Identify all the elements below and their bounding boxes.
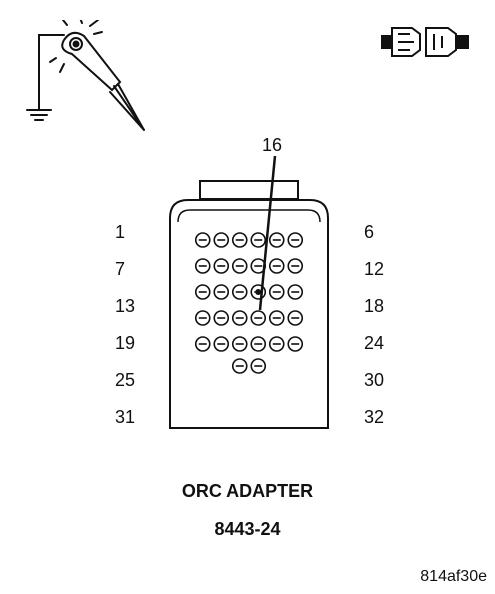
connector-latch: [199, 180, 299, 200]
pin-label-right-4: 30: [364, 370, 385, 390]
pin-label-left-2: 13: [114, 296, 135, 316]
pointer-label: 16: [262, 135, 283, 155]
pin-label-right-5: 32: [364, 407, 385, 427]
figure-code: 814af30e: [420, 568, 487, 585]
pin-label-left-0: 1: [114, 222, 125, 242]
connector-housing: [169, 199, 329, 429]
pin-label-left-4: 25: [114, 370, 135, 390]
pin-label-left-3: 19: [114, 333, 135, 353]
pin-label-left-5: 31: [114, 407, 135, 427]
pin-label-left-1: 7: [114, 259, 125, 279]
pin-label-right-1: 12: [364, 259, 385, 279]
adapter-number: 8443-24: [214, 519, 281, 539]
pointer-line: [258, 155, 277, 311]
pin-label-right-3: 24: [364, 333, 385, 353]
adapter-name: ORC ADAPTER: [181, 481, 314, 501]
connector-icon: [381, 27, 469, 57]
highlighted-pin-marker: [255, 289, 262, 295]
pin-label-right-2: 18: [364, 296, 385, 316]
test-probe-icon: [26, 20, 145, 131]
pin-label-right-0: 6: [364, 222, 375, 242]
